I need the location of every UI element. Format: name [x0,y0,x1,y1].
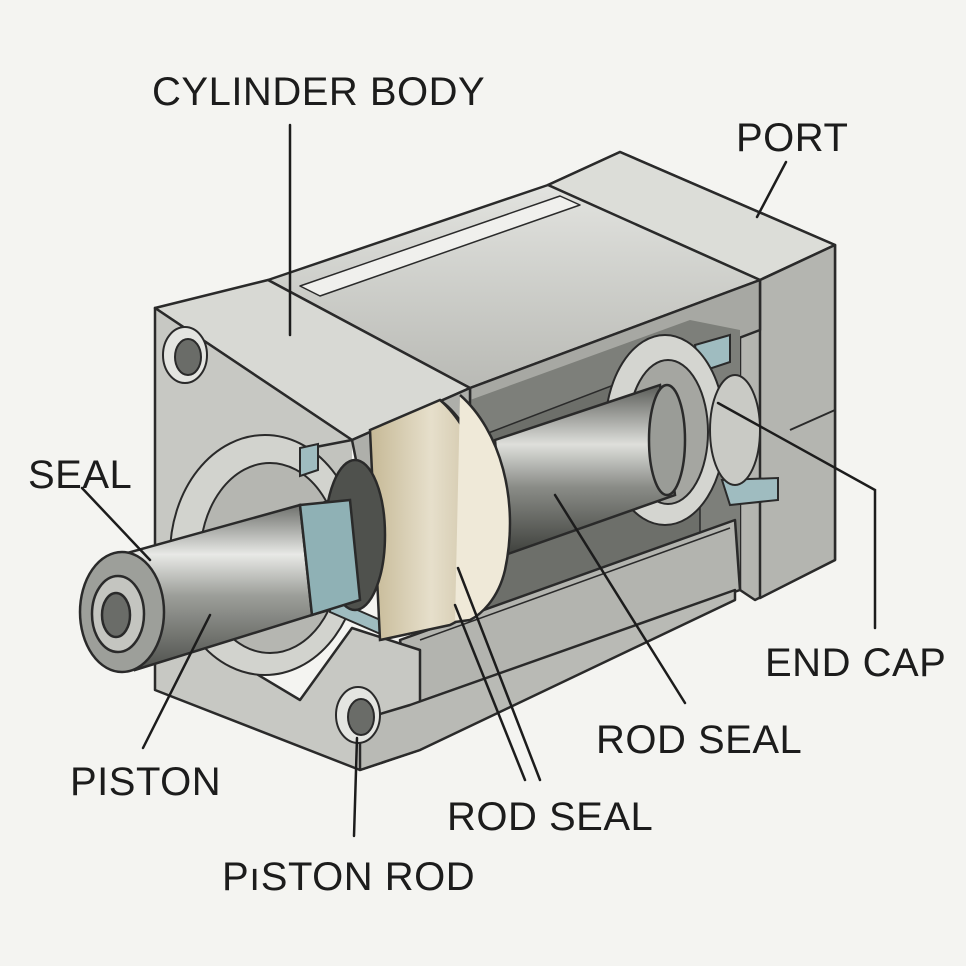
label-piston-rod: PıSTON ROD [222,855,476,899]
leader-rod-seal-bottom-2 [453,603,527,782]
mounting-hole-top [162,326,208,384]
label-end-cap: END CAP [765,641,947,685]
leader-piston [141,613,212,750]
piston-rod [78,498,362,674]
label-seal: SEAL [28,453,133,497]
leader-seal [80,486,152,562]
leader-port [755,160,788,219]
leader-end-cap [716,401,877,630]
label-port: PORT [736,116,849,160]
inner-rod [493,383,687,557]
leader-lines [80,123,877,838]
label-rod-seal-right: ROD SEAL [596,718,803,762]
leader-rod-seal-right [553,493,687,705]
label-piston: PISTON [70,760,222,804]
label-cylinder-body: CYLINDER BODY [152,70,486,114]
leader-piston-rod [352,736,359,838]
label-rod-seal-bottom: ROD SEAL [447,795,654,839]
leader-rod-seal-bottom-1 [456,566,542,782]
mounting-hole-bottom [335,686,381,744]
